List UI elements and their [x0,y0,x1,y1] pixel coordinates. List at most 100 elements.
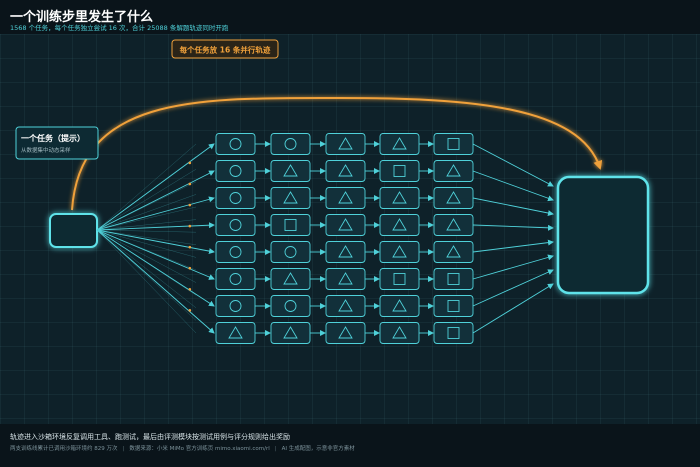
fan-line [96,219,197,231]
step-node [215,322,256,344]
footer-caption: 轨迹进入沙箱环境反复调用工具、跑测试，最后由评测模块按测试用例与评分规则给出奖励 [10,433,290,441]
step-node-box [379,187,420,209]
step-node [215,187,256,209]
circle-icon [229,273,242,285]
triangle-icon [446,218,461,231]
step-node [215,295,256,317]
triangle-icon [338,137,353,150]
triangle-icon [392,245,407,258]
step-node [215,133,256,155]
step-node-box [270,322,311,344]
step-node-box [270,268,311,290]
task-card [15,126,99,160]
footer-sandbox-count: 两支训练线累计已调用沙箱环境约 829 万次 [10,446,118,452]
step-node-box [433,268,474,290]
circle-icon [284,246,297,258]
step-node [379,187,420,209]
step-node-box [215,160,256,182]
step-node [325,295,366,317]
triangle-icon [338,191,353,204]
square-icon [447,273,460,285]
circle-icon [284,138,297,150]
page-title: 一个训练步里发生了什么 [10,10,154,25]
converge-arrow [472,197,554,216]
fan-arrow [96,196,215,231]
step-node [379,322,420,344]
circle-icon [229,192,242,204]
step-node [325,187,366,209]
links-layer [96,141,554,336]
step-node-box [379,268,420,290]
step-node-box [270,160,311,182]
triangle-icon [338,272,353,285]
triangle-icon [392,191,407,204]
step-node [433,133,474,155]
loop-arc [71,96,603,211]
spark-dot [188,224,192,228]
step-node-box [215,187,256,209]
converge-arrow [472,224,554,231]
triangle-icon [338,326,353,339]
step-node [215,268,256,290]
step-node-box [270,295,311,317]
square-icon [447,138,460,150]
step-node [215,160,256,182]
footer-source: 数据来源：小米 MiMo 官方训练页 mimo.xiaomi.com/rl [129,446,270,452]
step-node [270,160,311,182]
spark-dot [188,309,192,312]
triangle-icon [392,299,407,312]
spark-dot [188,161,192,165]
step-node [215,241,256,263]
converge-arrow [472,269,554,307]
triangle-icon [338,164,353,177]
footer: 轨迹进入沙箱环境反复调用工具、跑测试，最后由评测模块按测试用例与评分规则给出奖励… [0,424,700,467]
triangle-icon [283,272,298,285]
triangle-icon [392,326,407,339]
step-node [325,322,366,344]
step-node [325,241,366,263]
step-node [433,187,474,209]
rollout-diagram: 每个任务放 16 条并行轨迹 一个任务（提示） 从数据集中动态采样 [15,39,650,344]
step-node-box [325,133,366,155]
step-node [325,133,366,155]
fan-arrow [96,229,215,280]
step-node-box [325,187,366,209]
step-node-box [433,133,474,155]
square-icon [393,165,406,177]
diagram-stage: 每个任务放 16 条并行轨迹 一个任务（提示） 从数据集中动态采样 [0,34,700,424]
step-node [270,187,311,209]
fan-arrow [96,229,215,334]
step-node-box [215,322,256,344]
step-node-box [325,160,366,182]
step-node-box [379,133,420,155]
task-card-subtitle: 从数据集中动态采样 [21,146,71,154]
triangle-icon [446,164,461,177]
fan-line [96,229,197,308]
fan-line [96,206,197,231]
parallel-label-box [171,39,279,59]
step-node [270,268,311,290]
spark-dot [188,266,192,270]
triangle-icon [338,218,353,231]
fan-arrow [96,143,215,231]
footer-separator: | [274,446,277,452]
step-node-box [433,187,474,209]
footer-meta: 两支训练线累计已调用沙箱环境约 829 万次 | 数据来源：小米 MiMo 官方训练… [10,444,355,452]
circle-icon [229,219,242,231]
converge-arrow [472,239,554,253]
step-node-box [433,214,474,236]
step-node-box [215,268,256,290]
step-node [270,214,311,236]
fan-line [96,168,197,231]
fan-line [96,229,197,246]
footer-disclaimer: AI 生成配图，示意非官方素材 [281,446,355,452]
step-node [433,214,474,236]
triangle-icon [392,218,407,231]
step-node [379,295,420,317]
step-node [270,133,311,155]
step-node-box [270,214,311,236]
square-icon [447,327,460,339]
triangle-icon [338,299,353,312]
circle-icon [284,300,297,312]
circle-icon [229,246,242,258]
